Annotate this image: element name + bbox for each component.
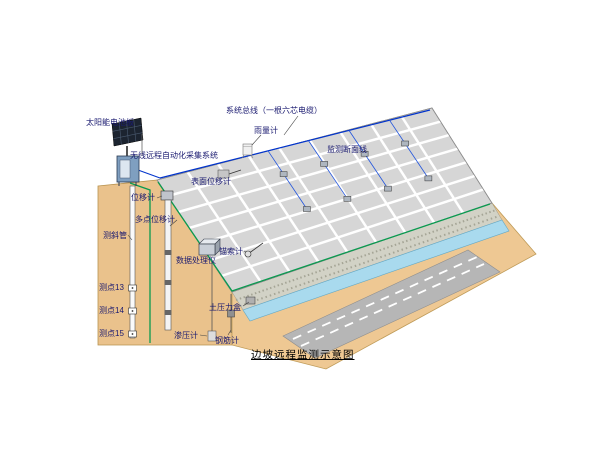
borehole-cable [129,182,151,343]
rebar-meter-icon [227,309,235,318]
label-data-processor: 数据处理仪 [176,256,216,265]
label-solar-panel: 太阳能电池板 [86,118,134,127]
surface-displacement-arm [228,169,242,175]
leader-lines [127,115,299,337]
bus-drop-lines [267,119,429,210]
displacement-head-icon [160,190,174,201]
sensor-box-icon [360,150,369,157]
road [282,249,501,359]
label-rain-gauge: 雨量计 [254,126,278,135]
label-system-bus: 系统总线（一根六芯电缆） [226,106,322,115]
label-point-13: 测点13 [99,283,124,292]
slope-grid-lines [167,115,484,283]
solar-panel-assembly [111,117,144,186]
label-piezometer: 渗压计 [174,331,198,340]
measure-point-markers [128,284,137,338]
label-surface-displacement: 表面位移计 [191,177,231,186]
solar-panel-grid [112,119,143,145]
cables [129,109,491,343]
label-section-line: 监测断面线 [327,145,367,154]
drainage-channel [242,219,510,322]
inclinometer-casing-icon [129,185,136,339]
system-bus-cable [159,109,431,179]
sensor-box-icon [320,161,328,167]
label-anchor-meter: 锚索计 [219,247,243,256]
label-earth-pressure-cell: 土压力盒 [209,303,241,312]
label-inclinometer-tube: 测斜管 [103,231,127,240]
multipoint-extensometer-icon [164,199,172,331]
sensor-box-icon [303,206,311,212]
road-lane-marking [300,263,485,347]
label-rebar-meter: 钢筋计 [215,336,239,345]
label-wireless-system: 无线远程自动化采集系统 [130,151,218,160]
sensor-box-icon [343,196,352,202]
ground-cable [157,181,491,292]
borehole-instruments [128,185,256,342]
extensometer-anchors [164,250,172,315]
cabinet-door [119,159,131,179]
sensor-box-icon [424,175,433,182]
anchor-meter-icon [244,242,264,258]
label-point-15: 测点15 [99,329,124,338]
label-point-14: 测点14 [99,306,124,315]
rain-gauge-icon [241,143,254,159]
slope-sensor-boxes [279,140,433,212]
sensor-box-icon [279,171,288,177]
surface-instruments [198,169,264,258]
diagram-caption: 边坡远程监测示意图 [251,349,355,361]
label-multipoint-displacement: 多点位移计 [135,215,175,224]
sensor-box-icon [401,140,409,147]
label-displacement: 位移计 [131,193,155,202]
sensor-box-icon [384,185,392,192]
cabinet-bus-link [137,169,161,179]
piezometer-icon [207,330,217,342]
earth-pressure-cell-icon [245,296,256,305]
road-lane-marking [292,256,478,340]
slope-face-group [156,107,493,293]
data-processor-icon [198,238,221,256]
